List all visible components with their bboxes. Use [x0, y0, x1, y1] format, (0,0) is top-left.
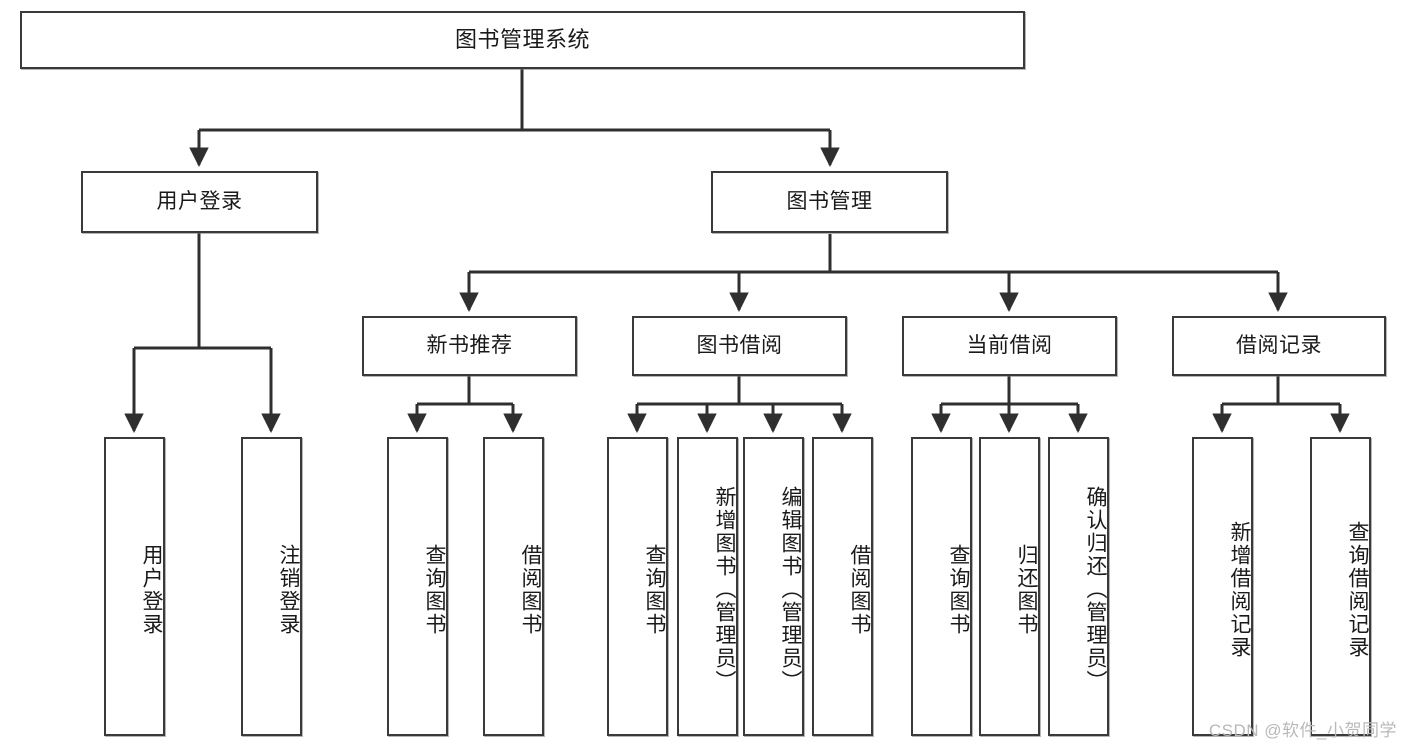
node-leaf-confirm-return[interactable]: 确认归还（管理员）: [1048, 437, 1109, 736]
node-leaf-query-book-2-label: 查询图书: [643, 543, 666, 636]
node-leaf-borrow-book-1-label: 借阅图书: [519, 543, 542, 636]
node-leaf-query-book-1-label: 查询图书: [423, 543, 446, 636]
node-leaf-add-record[interactable]: 新增借阅记录: [1192, 437, 1253, 736]
node-leaf-edit-book-label: 编辑图书（管理员）: [779, 486, 802, 693]
node-leaf-user-login[interactable]: 用户登录: [104, 437, 165, 736]
node-leaf-query-record-label: 查询借阅记录: [1346, 520, 1369, 659]
node-book-manage-label: 图书管理: [786, 190, 873, 214]
node-book-borrow-label: 图书借阅: [696, 334, 783, 358]
node-root[interactable]: 图书管理系统: [20, 11, 1025, 69]
node-leaf-query-book-1[interactable]: 查询图书: [387, 437, 448, 736]
node-book-manage[interactable]: 图书管理: [711, 171, 948, 233]
node-leaf-borrow-book-2[interactable]: 借阅图书: [812, 437, 873, 736]
node-new-book-recommend-label: 新书推荐: [426, 334, 513, 358]
node-borrow-record[interactable]: 借阅记录: [1172, 316, 1386, 376]
node-leaf-query-book-2[interactable]: 查询图书: [607, 437, 668, 736]
node-leaf-add-book-label: 新增图书（管理员）: [713, 486, 736, 693]
node-leaf-confirm-return-label: 确认归还（管理员）: [1084, 486, 1107, 693]
node-leaf-user-logout-label: 注销登录: [277, 543, 300, 636]
node-leaf-return-book-label: 归还图书: [1015, 543, 1038, 636]
node-user-login[interactable]: 用户登录: [81, 171, 318, 233]
node-new-book-recommend[interactable]: 新书推荐: [362, 316, 577, 376]
node-leaf-user-login-label: 用户登录: [140, 543, 163, 636]
node-leaf-query-record[interactable]: 查询借阅记录: [1310, 437, 1371, 736]
node-leaf-user-logout[interactable]: 注销登录: [241, 437, 302, 736]
node-leaf-return-book[interactable]: 归还图书: [979, 437, 1040, 736]
node-leaf-query-book-3[interactable]: 查询图书: [911, 437, 972, 736]
node-leaf-add-book[interactable]: 新增图书（管理员）: [677, 437, 738, 736]
node-root-label: 图书管理系统: [454, 26, 590, 52]
node-leaf-borrow-book-2-label: 借阅图书: [848, 543, 871, 636]
node-current-borrow[interactable]: 当前借阅: [902, 316, 1117, 376]
node-book-borrow[interactable]: 图书借阅: [632, 316, 847, 376]
node-user-login-label: 用户登录: [156, 190, 243, 214]
csdn-watermark: CSDN @软件_小贺同学: [1208, 721, 1397, 740]
node-leaf-query-book-3-label: 查询图书: [947, 543, 970, 636]
node-current-borrow-label: 当前借阅: [966, 334, 1053, 358]
node-leaf-edit-book[interactable]: 编辑图书（管理员）: [743, 437, 804, 736]
node-borrow-record-label: 借阅记录: [1236, 334, 1322, 358]
node-leaf-borrow-book-1[interactable]: 借阅图书: [483, 437, 544, 736]
node-leaf-add-record-label: 新增借阅记录: [1228, 520, 1251, 659]
